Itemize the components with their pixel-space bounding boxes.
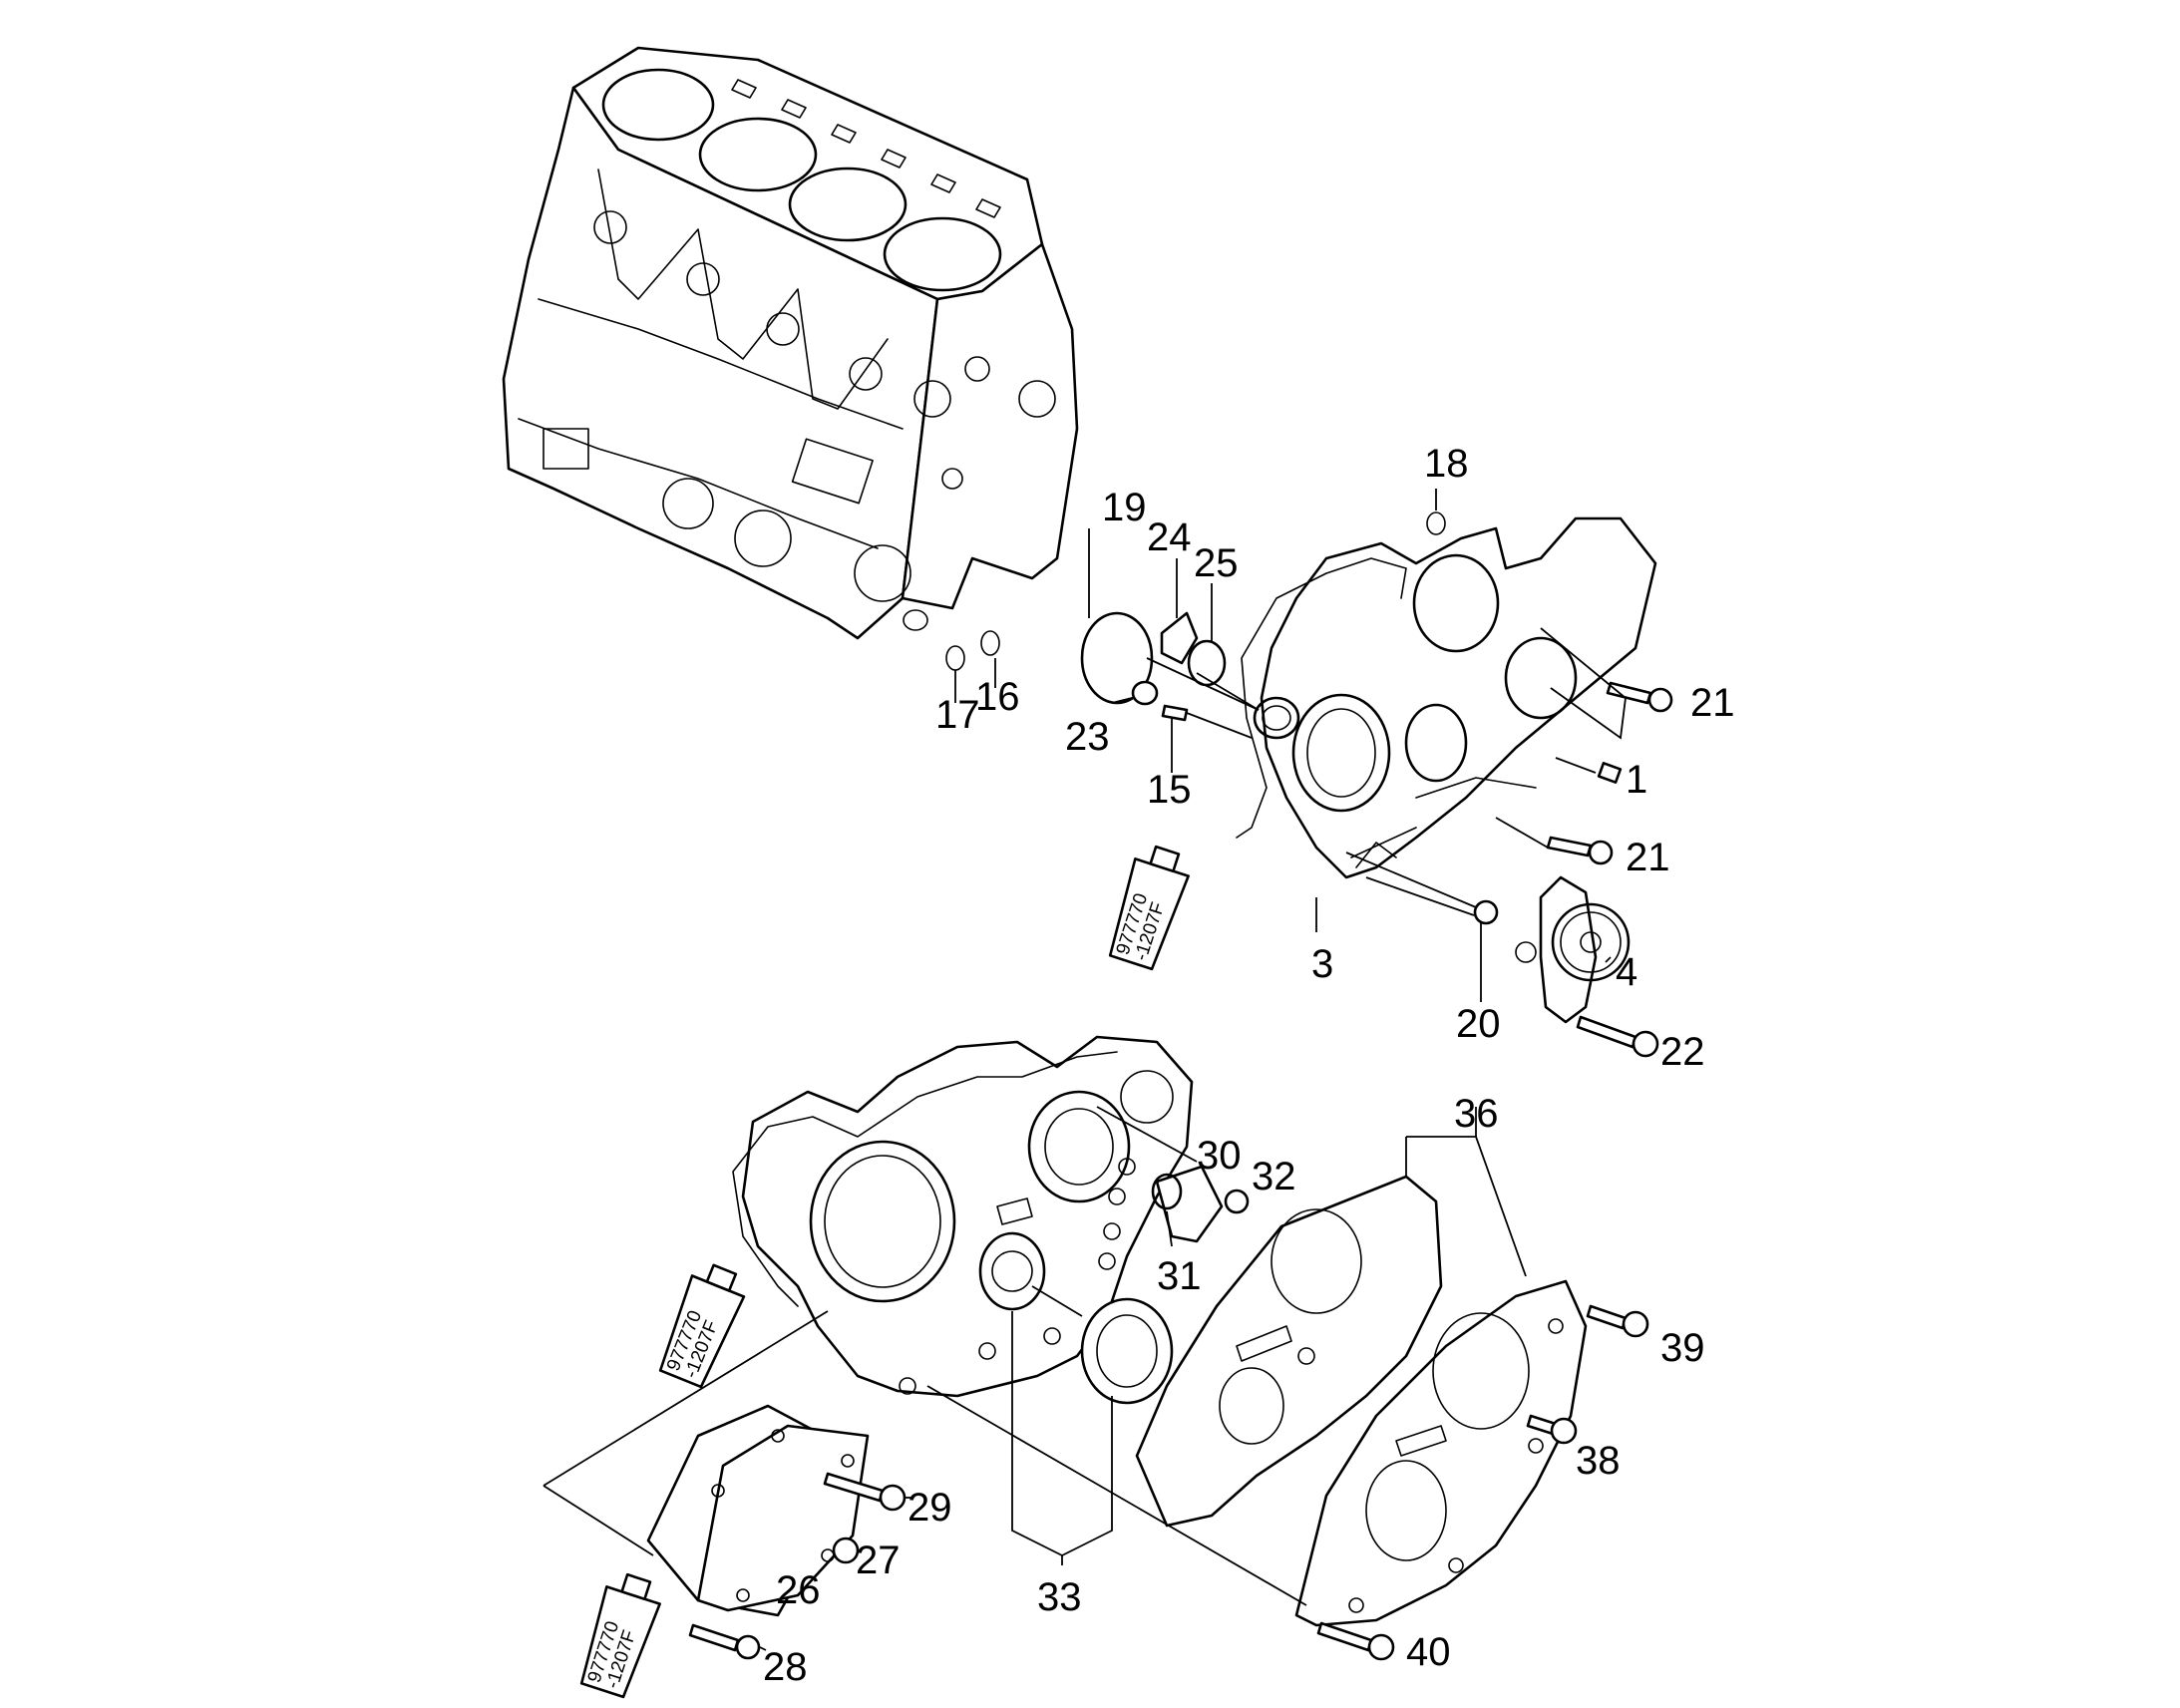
bolt-20 — [1473, 899, 1499, 925]
oil-seal — [1253, 696, 1300, 740]
callout-27: 27 — [856, 1538, 901, 1582]
o-ring-31 — [1151, 1173, 1183, 1210]
callout-24: 24 — [1147, 515, 1192, 559]
gasket-plate-36 — [1135, 1175, 1443, 1528]
gear-case — [732, 1035, 1194, 1398]
leader-lines — [543, 489, 1627, 1651]
sealant-tube-bottom: 977770 -1207F — [579, 1572, 661, 1699]
callout-29: 29 — [908, 1486, 952, 1530]
callout-21-lower: 21 — [1626, 836, 1670, 879]
bolt-21-upper — [1606, 681, 1673, 713]
callout-28: 28 — [763, 1645, 808, 1689]
callout-20: 20 — [1456, 1002, 1501, 1046]
callout-17: 17 — [935, 693, 980, 737]
callout-32: 32 — [1252, 1155, 1296, 1198]
bolt-29 — [823, 1472, 907, 1512]
callout-31: 31 — [1157, 1254, 1202, 1298]
gasket-30 — [1155, 1165, 1224, 1243]
seal-33 — [1080, 1297, 1174, 1405]
sealant-tube-middle: 977770 -1207F — [1108, 845, 1190, 971]
callout-1: 1 — [1626, 758, 1647, 802]
callout-23: 23 — [1065, 715, 1110, 759]
callout-40: 40 — [1406, 1630, 1451, 1674]
callout-36: 36 — [1454, 1092, 1499, 1136]
o-ring-19 — [1080, 611, 1154, 705]
o-ring-18 — [1426, 512, 1446, 535]
bolt-28 — [688, 1623, 761, 1660]
bolt-21-lower — [1546, 836, 1614, 865]
oil-pump-4 — [1515, 875, 1631, 1024]
nut-23 — [1131, 680, 1159, 706]
sealant-tube-lower-middle: 977770 -1207F — [658, 1263, 746, 1389]
callout-18: 18 — [1424, 442, 1469, 486]
stud-15 — [1161, 704, 1189, 722]
bolt-38 — [1526, 1414, 1578, 1445]
rear-plate-36 — [1294, 1279, 1588, 1627]
callout-15: 15 — [1147, 768, 1192, 812]
cover-26 — [646, 1404, 870, 1617]
timing-housing — [1236, 516, 1657, 879]
bolt-27 — [832, 1537, 860, 1564]
callout-26: 26 — [776, 1568, 821, 1612]
engine-block — [502, 46, 1079, 671]
callout-19: 19 — [1102, 486, 1147, 529]
callout-30: 30 — [1197, 1134, 1242, 1178]
callout-25: 25 — [1194, 541, 1239, 585]
callout-39: 39 — [1660, 1326, 1705, 1370]
cap-24 — [1160, 611, 1199, 665]
callout-21-upper: 21 — [1690, 681, 1735, 725]
bolt-40 — [1316, 1621, 1395, 1661]
bolt-39 — [1586, 1304, 1649, 1338]
callout-22: 22 — [1660, 1030, 1705, 1074]
callout-labels: 18 19 24 25 21 1 23 15 21 17 16 3 4 20 2… — [763, 442, 1735, 1689]
dowel-1 — [1597, 762, 1623, 784]
bolt-32 — [1224, 1189, 1250, 1214]
callout-38: 38 — [1576, 1439, 1621, 1483]
callout-3: 3 — [1311, 942, 1333, 986]
callout-16: 16 — [975, 675, 1020, 719]
callout-33: 33 — [1037, 1575, 1082, 1619]
callout-4: 4 — [1616, 950, 1637, 994]
bolt-22 — [1576, 1015, 1659, 1058]
